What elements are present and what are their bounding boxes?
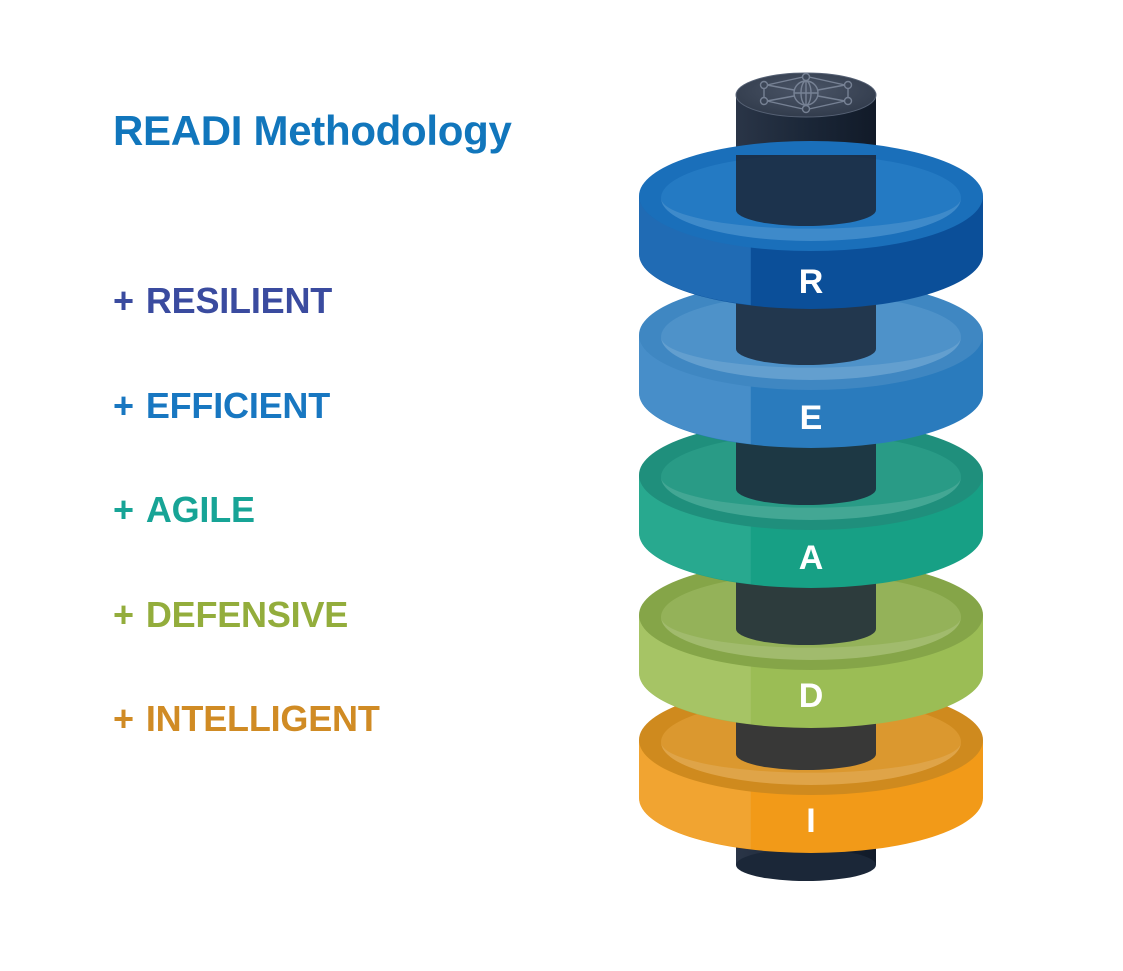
disc-letter: D [799,677,824,715]
list-item-label: AGILE [145,489,255,530]
list-item-label: INTELLIGENT [145,698,380,739]
disc-stack: I D A E R [639,141,983,853]
disc-letter: E [800,399,823,437]
list-item-intelligent: + INTELLIGENT [113,693,380,745]
plus-sign: + [113,384,134,426]
disc-side-highlight [639,196,751,306]
list-item-agile: + AGILE [113,484,380,536]
list-item-label: EFFICIENT [145,384,331,426]
disc-efficient: E [639,280,983,448]
page-title: READI Methodology [113,107,512,154]
list-item-label: DEFENSIVE [145,593,349,635]
disc-side-highlight [639,740,751,850]
pillar-bottom [736,849,876,881]
methodology-list: + RESILIENT + EFFICIENT + AGILE + DEFENS… [113,275,380,798]
pillar-segment [736,155,876,226]
list-item-resilient: + RESILIENT [113,275,380,327]
disc-glass [661,477,961,520]
list-item-efficient: + EFFICIENT [113,380,380,432]
disc-side-highlight [639,615,751,725]
disc-agile: A [639,420,983,588]
disc-letter: I [806,802,815,840]
plus-sign: + [113,593,134,635]
disc-side-highlight [639,335,751,445]
disc-glass [661,742,961,785]
disc-resilient: R [639,141,983,309]
disc-side-highlight [639,475,751,585]
disc-glass [661,198,961,241]
network-globe-icon [759,72,853,114]
disc-glass [661,337,961,380]
plus-sign: + [113,698,134,739]
pillar-segment [736,574,876,645]
disc-glass [661,617,961,660]
disc-letter: A [799,539,824,577]
list-item-label: RESILIENT [145,280,333,321]
disc-defensive: D [639,560,983,728]
plus-sign: + [113,489,134,530]
pillar-segment [736,434,876,505]
list-item-defensive: + DEFENSIVE [113,589,380,641]
pillar-segment [736,294,876,365]
plus-sign: + [113,280,134,321]
disc-letter: R [799,263,824,301]
